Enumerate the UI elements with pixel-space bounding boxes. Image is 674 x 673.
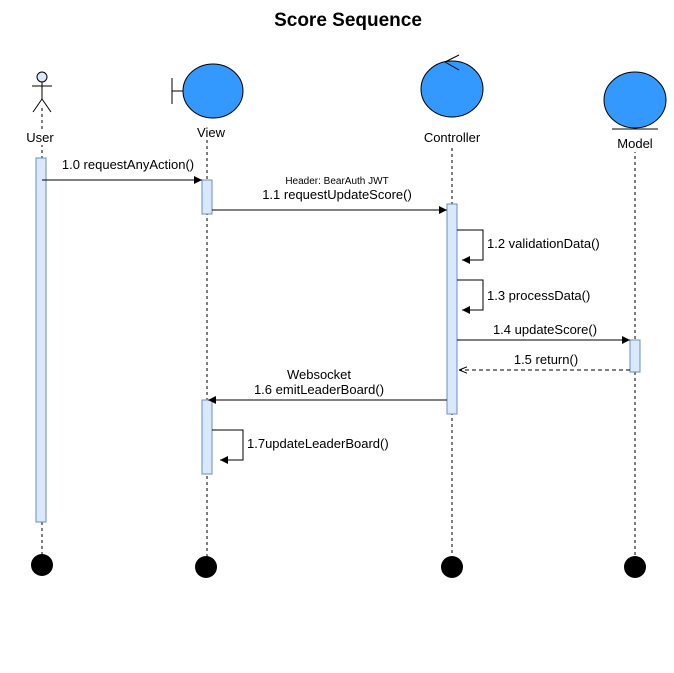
view-boundary-icon	[171, 63, 244, 119]
message-1-1-label: 1.1 requestUpdateScore()	[262, 187, 412, 202]
message-1-7-label: 1.7updateLeaderBoard()	[247, 436, 389, 451]
activation-controller	[446, 203, 458, 415]
terminator-controller	[441, 556, 463, 578]
message-1-4-label: 1.4 updateScore()	[493, 322, 597, 337]
participant-view-label: View	[197, 125, 226, 140]
diagram-title: Score Sequence	[274, 10, 422, 31]
activation-view-2	[201, 399, 213, 475]
activation-view-1	[201, 179, 213, 215]
user-actor-icon	[32, 71, 52, 113]
message-1-3-arrow	[457, 279, 484, 314]
activation-user	[35, 157, 47, 523]
activation-model	[629, 339, 641, 373]
model-entity-icon	[603, 71, 667, 130]
message-1-6-label: 1.6 emitLeaderBoard()	[254, 382, 384, 397]
message-1-5-label: 1.5 return()	[514, 352, 578, 367]
message-1-0-label: 1.0 requestAnyAction()	[62, 157, 194, 172]
message-1-7-arrow	[212, 429, 244, 464]
participant-model-label: Model	[617, 136, 653, 151]
terminator-user	[31, 554, 53, 576]
participant-controller-label: Controller	[424, 130, 481, 145]
message-1-1-note: Header: BearAuth JWT	[285, 176, 388, 187]
message-1-2-arrow	[457, 229, 484, 264]
terminator-view	[195, 556, 217, 578]
message-1-3-label: 1.3 processData()	[487, 288, 590, 303]
message-1-6-note: Websocket	[287, 367, 351, 382]
participant-user-label: User	[26, 130, 54, 145]
controller-icon	[420, 54, 484, 118]
model-label-bg	[612, 136, 658, 152]
user-label-bg	[24, 129, 60, 145]
terminator-model	[624, 556, 646, 578]
message-1-2-label: 1.2 validationData()	[487, 236, 600, 251]
